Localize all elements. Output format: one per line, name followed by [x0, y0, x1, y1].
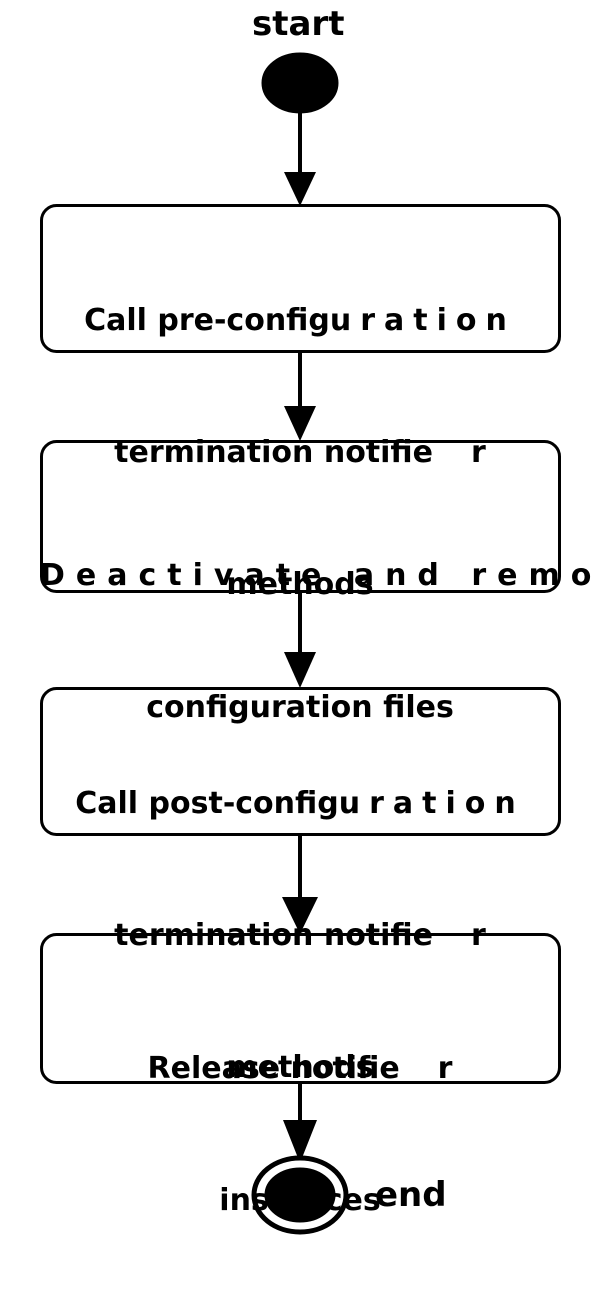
transition-start-to-activity-1 — [284, 112, 316, 206]
activity-box-3-label: Call post-configuration termination noti… — [40, 694, 560, 1178]
activity-line: instances — [219, 1183, 381, 1218]
activity-box-1[interactable] — [40, 204, 561, 353]
activity-line: Call post-configuration — [75, 786, 525, 821]
arrowhead-icon — [283, 1120, 317, 1163]
activity-box-3[interactable] — [40, 687, 561, 836]
end-node-label: end — [375, 1175, 447, 1215]
activity-box-2-label: Deactivate and remove configuration file… — [40, 466, 600, 818]
activity-line: methods — [226, 1050, 374, 1085]
activity-box-1-label: Call pre-configuration termination notif… — [40, 211, 560, 695]
end-node[interactable] — [251, 1155, 349, 1235]
activity-box-4[interactable] — [40, 933, 561, 1084]
activity-line: Deactivate and remove — [40, 558, 600, 593]
arrowhead-icon — [282, 897, 318, 934]
arrowhead-icon — [284, 652, 316, 688]
transition-activity-4-to-end — [283, 1083, 317, 1163]
start-node-label: start — [252, 4, 345, 44]
activity-box-2[interactable] — [40, 440, 561, 593]
transition-activity-2-to-activity-3 — [284, 592, 316, 688]
activity-line: configuration files — [146, 690, 454, 725]
transition-activity-3-to-activity-4 — [282, 835, 318, 934]
arrowhead-icon — [284, 172, 316, 206]
arrowhead-icon — [284, 406, 316, 441]
activity-line: methods — [226, 567, 374, 602]
activity-line: Call pre-configuration — [84, 303, 516, 338]
start-node[interactable] — [261, 52, 339, 114]
transition-activity-1-to-activity-2 — [284, 352, 316, 441]
end-node-inner-disc — [264, 1167, 336, 1223]
